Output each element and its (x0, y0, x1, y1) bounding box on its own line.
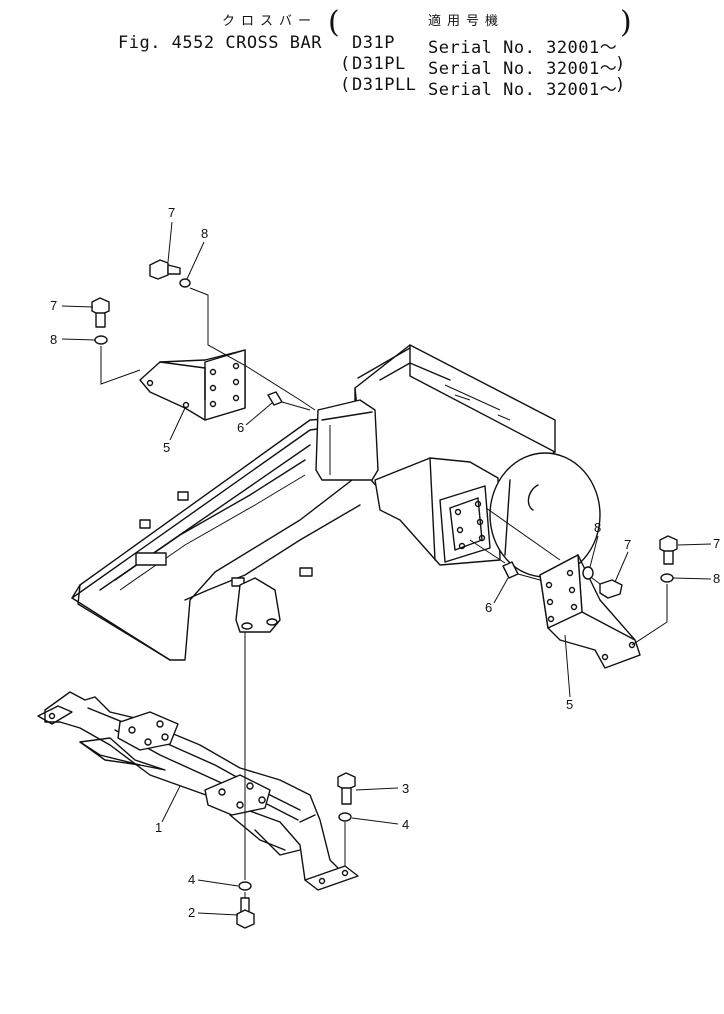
callout-5-left: 5 (163, 440, 170, 455)
callout-5-right: 5 (566, 697, 573, 712)
callout-7-left: 7 (50, 298, 57, 313)
callout-6-left: 6 (237, 420, 244, 435)
model-row-2-close-paren: ) (615, 54, 626, 74)
model-row-1-serial: Serial No. 32001～ (428, 38, 618, 58)
callout-8-right: 8 (713, 571, 720, 586)
bolt-part-7-right (659, 535, 678, 565)
callout-7-mid: 7 (624, 537, 631, 552)
japanese-title: クロスバー (222, 14, 318, 29)
assembly-leader-lines (100, 287, 668, 898)
callout-6-right: 6 (485, 600, 492, 615)
callout-1: 1 (155, 820, 162, 835)
cross-bar-right-foot (304, 865, 359, 891)
open-paren-1: ( (328, 5, 340, 40)
callout-8-top: 8 (201, 226, 208, 241)
figure-title: Fig. 4552 CROSS BAR (118, 33, 322, 53)
pin-part-6-left (267, 391, 283, 406)
callout-8-mid: 8 (594, 520, 601, 535)
washer-part-4-upper (338, 812, 352, 822)
main-frame (71, 344, 601, 661)
washer-part-8-left (94, 335, 108, 345)
cross-bar-pad-right (204, 774, 271, 816)
model-row-3-model: D31PLL (352, 75, 417, 95)
model-row-3-close-paren: ) (615, 75, 626, 95)
callout-labels: 7 8 7 8 5 6 8 7 7 8 6 5 3 (50, 205, 720, 920)
boss-5 (299, 567, 313, 577)
model-row-2-model: D31PL (352, 54, 406, 74)
final-drive-cover (489, 452, 601, 578)
bolt-part-7-top (149, 259, 181, 280)
callout-2: 2 (188, 905, 195, 920)
callout-3: 3 (402, 781, 409, 796)
model-row-2-serial: Serial No. 32001～ (428, 59, 618, 79)
bolt-part-3 (337, 772, 356, 805)
boss-1 (135, 552, 167, 566)
bracket-left-plate (204, 349, 246, 421)
close-paren-1: ) (620, 5, 632, 40)
frame-center-mount (235, 577, 281, 633)
bracket-right-plate (539, 554, 583, 629)
bolt-part-7-mid (599, 579, 623, 599)
washer-part-8-top (179, 278, 191, 288)
callout-7-right: 7 (713, 536, 720, 551)
model-row-2-open-paren: ( (340, 54, 351, 74)
washer-part-8-right (660, 573, 674, 583)
callout-4-upper: 4 (402, 817, 409, 832)
bolt-part-2 (236, 897, 255, 929)
bolt-part-7-left (91, 297, 110, 328)
model-row-1-model: D31P (352, 33, 395, 53)
cross-bar-pad-left (117, 711, 179, 751)
callout-7-top: 7 (168, 205, 175, 220)
boss-2 (177, 491, 189, 501)
callout-8-left: 8 (50, 332, 57, 347)
cross-bar-part-1 (37, 691, 359, 891)
boss-4 (231, 577, 245, 587)
japanese-applicable-models: 適用号機 (428, 14, 505, 29)
frame-side-pad (439, 485, 491, 563)
boss-3 (139, 519, 151, 529)
model-row-3-serial: Serial No. 32001～ (428, 80, 618, 100)
washer-part-4-lower (238, 881, 252, 891)
model-row-3-open-paren: ( (340, 75, 351, 95)
bracket-part-5-left (139, 349, 246, 421)
washer-part-8-mid (582, 566, 594, 580)
cross-bar-left-foot (37, 705, 73, 725)
callout-4-lower: 4 (188, 872, 195, 887)
